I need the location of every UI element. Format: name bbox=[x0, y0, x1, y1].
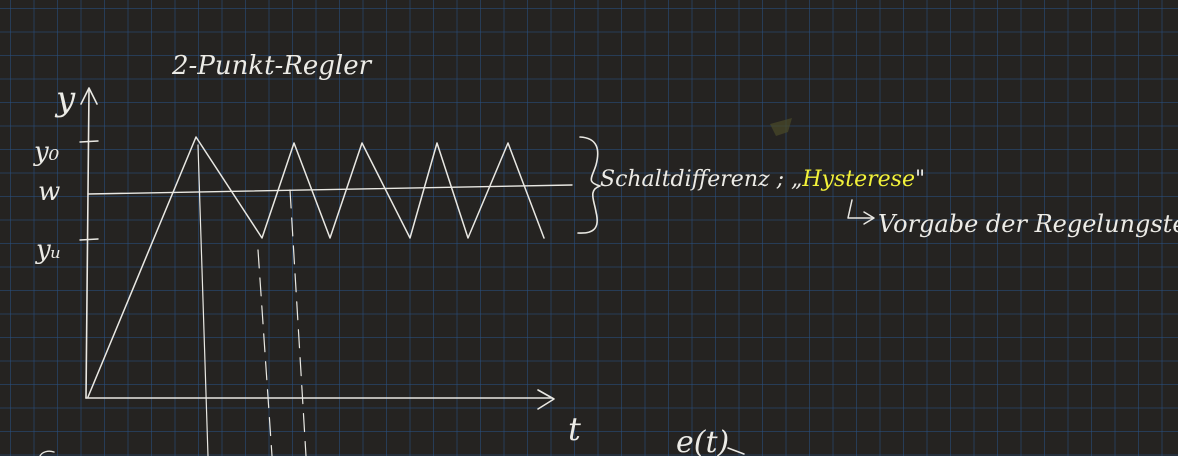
hysteresis-annotation-prefix: Schaltdifferenz ; „ bbox=[600, 167, 802, 192]
guide-line-dashed-1 bbox=[257, 249, 273, 456]
note-arrow bbox=[847, 199, 873, 219]
y-axis bbox=[85, 89, 90, 399]
guide-line-dashed-2 bbox=[289, 189, 307, 456]
note-arrow-head bbox=[863, 211, 875, 225]
guide-line-solid bbox=[197, 144, 209, 456]
upper-level-label: y₀ bbox=[33, 137, 60, 167]
x-axis-arrowhead bbox=[537, 389, 555, 410]
lower-level-label: yᵤ bbox=[35, 235, 61, 265]
upper-level-tick bbox=[79, 140, 99, 143]
bottom-label-tail bbox=[727, 447, 745, 455]
lower-level-tick bbox=[79, 238, 99, 241]
ink-smudge bbox=[770, 118, 792, 136]
setpoint-label: w bbox=[38, 177, 60, 207]
note-text: Vorgabe der Regelungstechnik bbox=[878, 210, 1178, 238]
y-axis-arrowhead bbox=[80, 87, 98, 105]
y-axis-label: y bbox=[54, 79, 76, 119]
hysteresis-annotation: Schaltdifferenz ; „Hysterese" bbox=[600, 167, 925, 192]
setpoint-line bbox=[87, 184, 573, 195]
hysteresis-brace bbox=[577, 136, 601, 234]
diagram-title: 2-Punkt-Regler bbox=[171, 51, 373, 81]
controller-output-curve bbox=[87, 136, 545, 398]
hysteresis-highlight-text: Hysterese bbox=[801, 167, 915, 192]
x-axis-label: t bbox=[568, 410, 581, 448]
hysteresis-annotation-suffix: " bbox=[915, 167, 925, 192]
bottom-label: e(t) bbox=[676, 425, 729, 456]
corner-mark bbox=[39, 450, 55, 456]
